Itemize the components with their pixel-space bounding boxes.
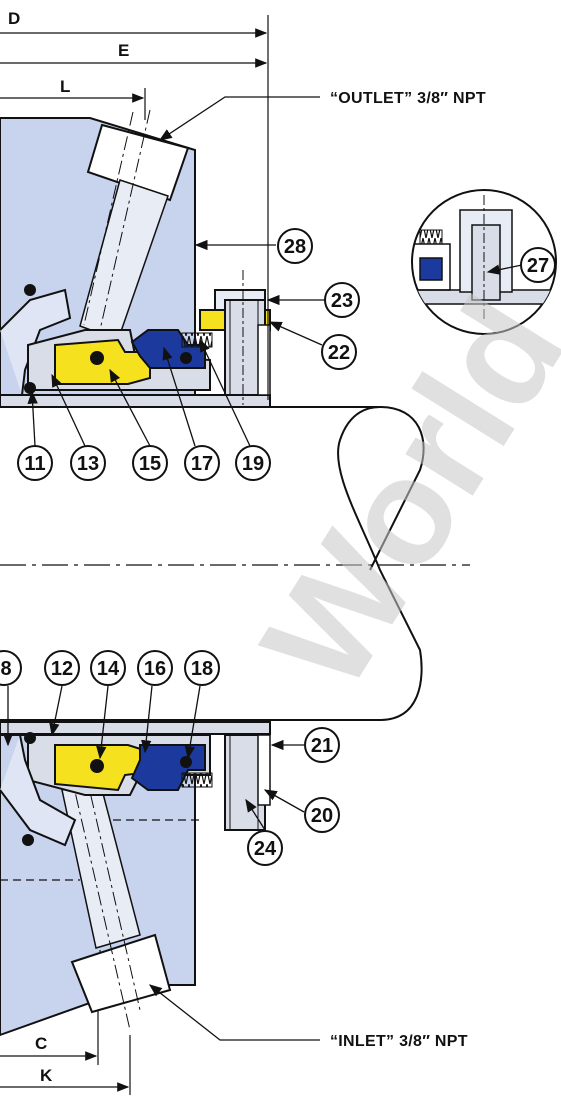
callout-11: 11 — [17, 445, 53, 481]
lower-sleeve — [0, 721, 271, 735]
dimension-e-label: E — [118, 41, 129, 60]
svg-text:20: 20 — [311, 805, 333, 827]
dimension-d-label: D — [8, 9, 20, 28]
lower-oring-a — [90, 759, 104, 773]
inlet-note: “INLET” 3/8″ NPT — [330, 1033, 468, 1050]
callout-14: 14 — [90, 650, 126, 686]
callout-12: 12 — [44, 650, 80, 686]
svg-text:13: 13 — [77, 453, 99, 475]
svg-text:15: 15 — [139, 453, 161, 475]
svg-text:12: 12 — [51, 658, 73, 680]
callout-19: 19 — [235, 445, 271, 481]
shaft — [0, 406, 425, 721]
watermark: World — [230, 270, 561, 717]
upper-oring-d — [24, 284, 36, 296]
lower-spring — [181, 772, 213, 788]
svg-text:14: 14 — [97, 658, 120, 680]
upper-oring-c — [180, 352, 192, 364]
upper-sleeve — [0, 394, 271, 408]
svg-text:22: 22 — [328, 342, 350, 364]
callout-15: 15 — [132, 445, 168, 481]
svg-text:28: 28 — [284, 236, 306, 258]
dimension-k-label: K — [40, 1066, 53, 1085]
dimension-l-label: L — [60, 77, 70, 96]
lower-oring-b — [24, 732, 36, 744]
upper-spring — [181, 332, 213, 348]
svg-text:21: 21 — [311, 735, 333, 757]
lower-gland-inner-contour — [0, 734, 77, 847]
callout-24: 24 — [247, 830, 283, 866]
svg-text:23: 23 — [331, 290, 353, 312]
callout-22: 22 — [321, 334, 357, 370]
callout-28: 28 — [277, 228, 313, 264]
outlet-note: “OUTLET” 3/8″ NPT — [330, 90, 486, 107]
detail-view — [411, 189, 557, 335]
svg-text:17: 17 — [191, 453, 213, 475]
callout-8: 8 — [0, 650, 22, 686]
svg-text:24: 24 — [254, 838, 277, 860]
callout-17: 17 — [184, 445, 220, 481]
lower-oring-c — [180, 756, 192, 768]
svg-text:27: 27 — [527, 255, 549, 277]
svg-text:11: 11 — [24, 453, 45, 475]
callout-20: 20 — [304, 797, 340, 833]
upper-oring-a — [90, 351, 104, 365]
svg-text:16: 16 — [144, 658, 166, 680]
callout-18: 18 — [184, 650, 220, 686]
lower-drive-collar — [224, 734, 271, 831]
lower-oring-d — [22, 834, 34, 846]
dimension-c-label: C — [35, 1034, 47, 1053]
inlet-port — [61, 769, 172, 1031]
callout-21: 21 — [304, 727, 340, 763]
svg-text:18: 18 — [191, 658, 213, 680]
callout-27: 27 — [520, 247, 556, 283]
callout-16: 16 — [137, 650, 173, 686]
upper-drive-collar — [199, 289, 271, 396]
svg-text:19: 19 — [242, 453, 264, 475]
callout-13: 13 — [70, 445, 106, 481]
upper-oring-b — [24, 382, 36, 394]
svg-text:8: 8 — [0, 658, 11, 680]
callout-23: 23 — [324, 282, 360, 318]
